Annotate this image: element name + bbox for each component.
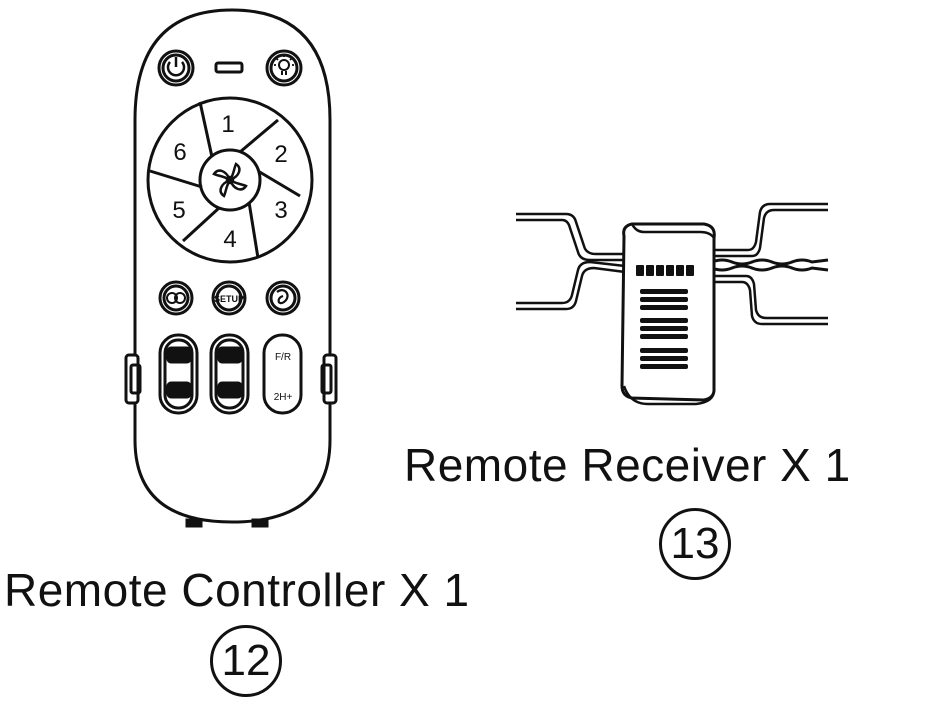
- light-button[interactable]: [265, 49, 303, 87]
- speed-label-2: 2: [274, 141, 287, 168]
- speed-labels: 1 2 3 4 5 6: [172, 111, 287, 253]
- speed-label-3: 3: [274, 197, 287, 224]
- setup-label: SETUP: [214, 294, 244, 304]
- remote-receiver-caption: Remote Receiver X 1: [404, 439, 851, 491]
- dim-button[interactable]: [158, 280, 194, 316]
- remote-controller-drawing: [124, 8, 338, 528]
- fan-speed-pill-right[interactable]: [209, 333, 250, 415]
- fr-label: F/R: [275, 352, 291, 363]
- indicator-led: [214, 61, 244, 74]
- breeze-button[interactable]: [265, 280, 301, 316]
- remote-receiver-number: 13: [659, 508, 731, 580]
- timer-label: 2H+: [274, 392, 293, 403]
- speed-label-1: 1: [221, 111, 234, 138]
- fan-icon: [212, 162, 248, 198]
- power-button[interactable]: [157, 49, 195, 87]
- speed-label-6: 6: [173, 139, 186, 166]
- speed-label-5: 5: [172, 197, 185, 224]
- remote-controller-caption: Remote Controller X 1: [4, 564, 470, 616]
- fr-timer-pill[interactable]: [262, 333, 303, 415]
- fan-speed-pill-left[interactable]: [158, 333, 199, 415]
- speed-dial[interactable]: [146, 96, 314, 264]
- receiver-vents: [636, 265, 694, 369]
- setup-button[interactable]: [211, 280, 247, 316]
- remote-controller-number: 12: [210, 625, 282, 697]
- speed-label-4: 4: [223, 226, 236, 253]
- remote-receiver-drawing: [516, 202, 829, 406]
